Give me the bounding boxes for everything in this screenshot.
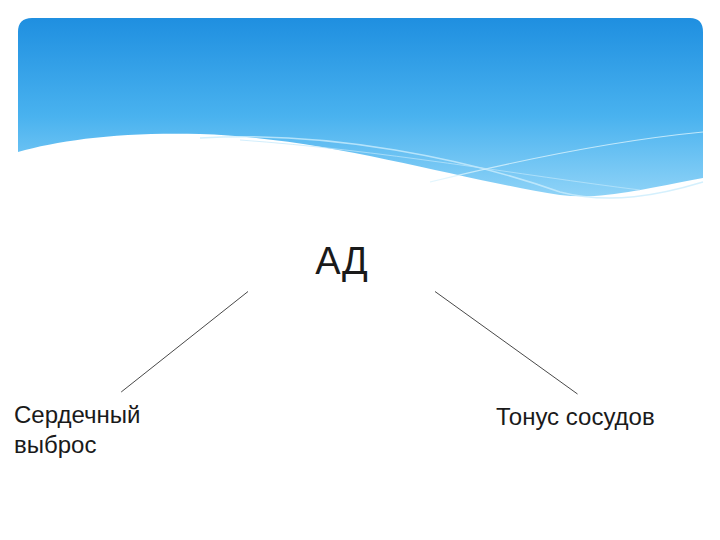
concept-label: Тонус сосудов xyxy=(496,402,659,432)
wave-line xyxy=(200,137,703,198)
concept-node: Сердечный выброс xyxy=(12,398,180,462)
concept-node: АД xyxy=(248,232,435,292)
wave-line xyxy=(240,140,640,190)
connector-line xyxy=(121,292,248,393)
concept-node: Тонус сосудов xyxy=(494,400,661,434)
header-band xyxy=(18,18,703,196)
concept-label: АД xyxy=(254,238,429,286)
concept-label: Сердечный выброс xyxy=(14,400,178,460)
wave-line xyxy=(430,132,703,182)
connector-line xyxy=(435,292,578,395)
